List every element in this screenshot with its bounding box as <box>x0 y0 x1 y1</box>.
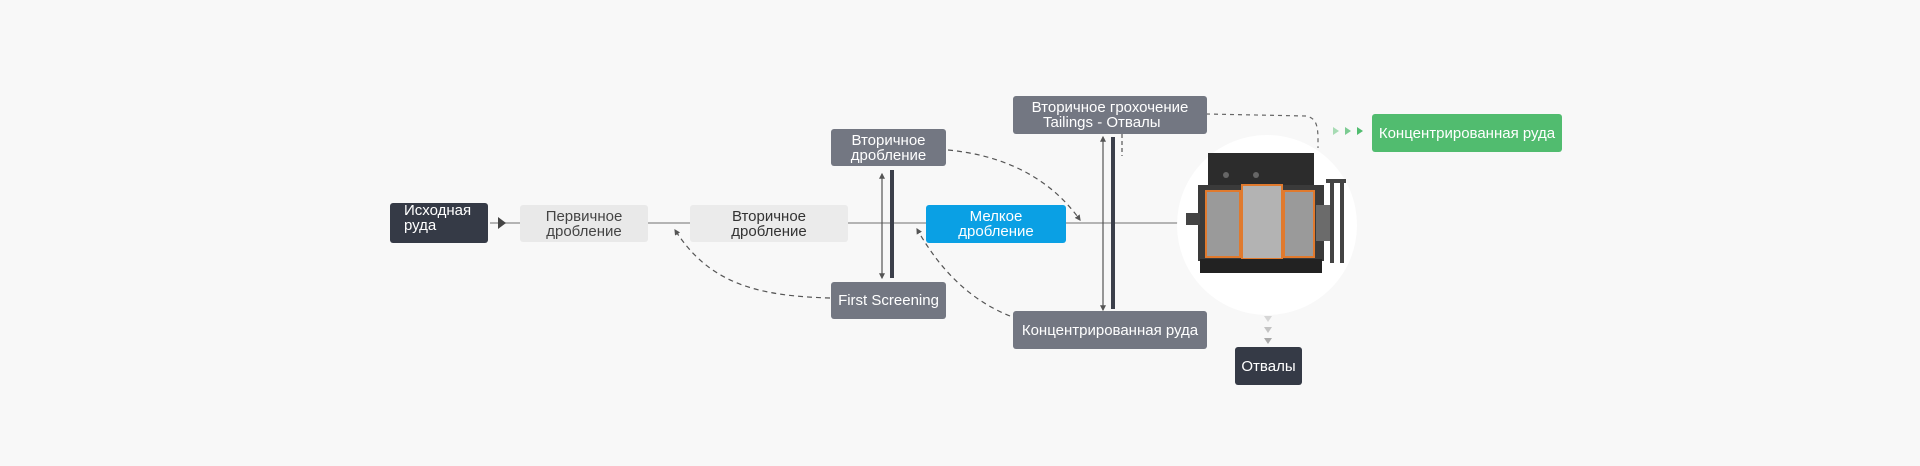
output-arrow-2 <box>1345 127 1351 135</box>
tailings-arrow-1 <box>1264 316 1272 322</box>
secondary-crushing-top-line1: Вторичное <box>851 131 926 149</box>
dashed-concentrate-return <box>916 227 1011 317</box>
secondary-screening-line2: Tailings - Отвалы <box>1043 114 1161 131</box>
concentrate-bottom-label: Концентрированная руда <box>1021 321 1199 339</box>
source-ore-node: Исходная руда <box>390 203 488 243</box>
primary-crushing-label: Первичное дробление <box>545 207 623 240</box>
entry-arrow <box>498 217 506 229</box>
fine-crushing-label: Мелкое дробление <box>958 208 1034 240</box>
dashed-first-screening-return <box>674 228 831 299</box>
first-screening-label: First Screening <box>838 292 939 309</box>
dashed-tailings-link <box>1205 113 1319 148</box>
screen-bar-right <box>1111 137 1115 309</box>
concentrate-bottom-node: Концентрированная руда <box>1013 311 1207 349</box>
tailings-arrow-2 <box>1264 327 1272 333</box>
concentrate-output-node: Концентрированная руда <box>1372 114 1562 152</box>
secondary-crushing-main-label: Вторичное дробление <box>731 207 807 240</box>
tailings-arrow-3 <box>1264 338 1272 344</box>
dashed-secondary-crush-return <box>947 149 1081 221</box>
primary-crushing-node: Первичное дробление <box>520 205 648 242</box>
screen-bar-left <box>890 170 894 278</box>
output-arrow-3 <box>1357 127 1363 135</box>
tailings-node: Отвалы <box>1235 347 1302 385</box>
fine-crushing-node: Мелкое дробление <box>926 205 1066 243</box>
source-ore-label: Исходная руда <box>404 202 472 234</box>
separator-machine-icon <box>1186 153 1346 273</box>
tailings-label: Отвалы <box>1241 357 1296 375</box>
secondary-screening-line1: Вторичное грохочение <box>1031 99 1189 116</box>
secondary-crushing-top-line2: дробление <box>850 146 927 164</box>
secondary-crushing-top-node: Вторичное дробление <box>831 129 946 166</box>
first-screening-node: First Screening <box>831 282 946 319</box>
concentrate-output-label: Концентрированная руда <box>1378 124 1556 142</box>
output-arrow-1 <box>1333 127 1339 135</box>
secondary-screening-node: Вторичное грохочение Tailings - Отвалы <box>1013 96 1207 134</box>
secondary-crushing-main-node: Вторичное дробление <box>690 205 848 242</box>
